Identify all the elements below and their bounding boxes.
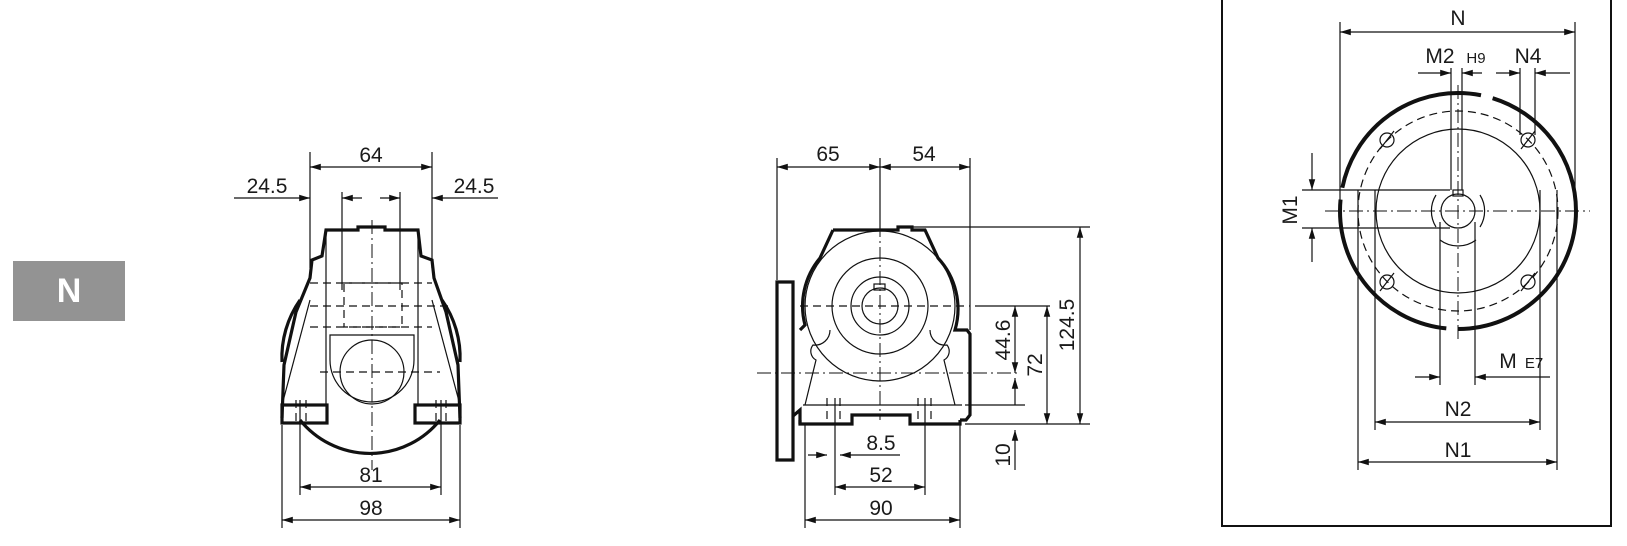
- dim-foot-hole-spacing-side: 52: [869, 464, 892, 487]
- size-badge: N: [13, 261, 125, 321]
- size-badge-label: N: [56, 271, 82, 310]
- dim-foot-width: 90: [869, 497, 892, 520]
- flange-view-frame: [1221, 0, 1612, 527]
- dim-top-width: 64: [359, 144, 383, 167]
- dim-foot-hole-spacing: 81: [359, 464, 382, 487]
- dim-axis-to-right: 54: [912, 143, 936, 166]
- dim-axis-height-offset: 44.6: [992, 320, 1015, 361]
- dim-overall-width: 98: [359, 497, 382, 520]
- dim-right-offset: 24.5: [454, 175, 495, 198]
- dim-overall-height: 124.5: [1056, 299, 1079, 352]
- label-M2: M2: [1425, 45, 1454, 68]
- label-M: M: [1499, 350, 1517, 373]
- dim-left-to-axis: 65: [816, 143, 839, 166]
- flange-view: N M2 H9 N4: [1221, 0, 1612, 527]
- side-view: 65 54: [757, 143, 1090, 528]
- label-M2-tolerance: H9: [1466, 50, 1485, 67]
- dim-hole-diameter: 8.5: [866, 432, 895, 455]
- dim-left-offset: 24.5: [247, 175, 288, 198]
- front-view: 64 24.5 24.5: [234, 144, 498, 528]
- bolt-hole-icon: [1379, 130, 1536, 292]
- dim-shaft-height: 72: [1024, 353, 1047, 376]
- label-N2: N2: [1445, 398, 1472, 421]
- label-M-tolerance: E7: [1525, 355, 1543, 372]
- dim-foot-thickness: 10: [992, 443, 1015, 466]
- label-N4: N4: [1515, 45, 1542, 68]
- label-N1: N1: [1445, 439, 1472, 462]
- label-N: N: [1450, 7, 1465, 30]
- label-M1: M1: [1279, 195, 1302, 224]
